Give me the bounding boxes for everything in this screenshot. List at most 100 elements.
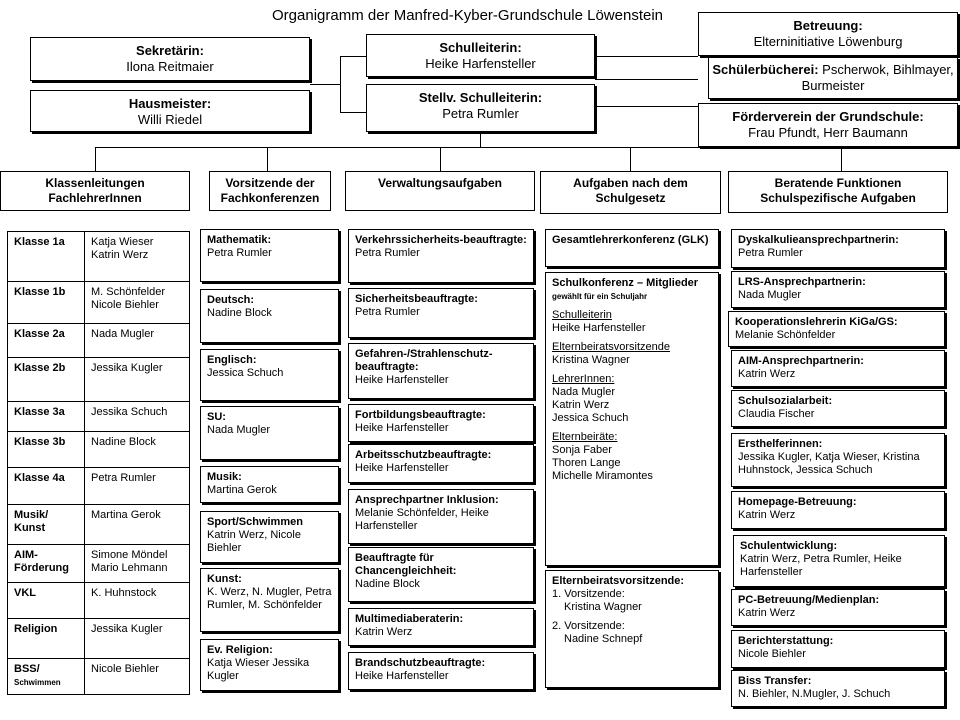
klasse-cell: Klasse 2b [7, 357, 85, 402]
stellv-name: Petra Rumler [442, 106, 519, 121]
sk-sub: gewählt für ein Schuljahr [552, 292, 648, 301]
header-vorsitzende: Vorsitzende der Fachkonferenzen [209, 171, 331, 211]
bf-schulentwicklung: Schulentwicklung:Katrin Werz, Petra Ruml… [733, 535, 945, 587]
klasse-cell: VKL [7, 582, 85, 619]
hausmeister-box: Hausmeister: Willi Riedel [30, 90, 310, 132]
foerderverein-box: Förderverein der Grundschule: Frau Pfund… [698, 103, 958, 147]
fk-englisch: Englisch:Jessica Schuch [200, 349, 339, 401]
bf-schulsozialarbeit: Schulsozialarbeit:Claudia Fischer [731, 390, 945, 427]
bf-homepage: Homepage-Betreuung:Katrin Werz [731, 491, 945, 529]
table-row: Klasse 2b Jessika Kugler [7, 357, 190, 402]
vw-chancengleichheit: Beauftragte für Chancengleichheit:Nadine… [348, 547, 534, 602]
bf-biss-transfer: Biss Transfer:N. Biehler, N.Mugler, J. S… [731, 670, 945, 707]
sk-ebv-name: Kristina Wagner [552, 354, 630, 366]
hausmeister-name: Willi Riedel [137, 112, 203, 127]
sk-sl-label: Schulleiterin [552, 309, 612, 321]
v2-name: Nadine Schnepf [564, 633, 643, 645]
page-title: Organigramm der Manfred-Kyber-Grundschul… [272, 7, 664, 24]
sk-lehrer-label: LehrerInnen: [552, 373, 615, 385]
lehrer-cell: Jessika Kugler [84, 618, 190, 659]
lehrer-cell: Martina Gerok [84, 504, 190, 545]
stellv-schulleiterin-box: Stellv. Schulleiterin: Petra Rumler [366, 84, 595, 132]
fk-su: SU:Nada Mugler [200, 406, 339, 460]
klasse-cell: Klasse 1b [7, 281, 85, 324]
sk-eb: Sonja Faber [552, 444, 612, 456]
table-row: Klasse 4a Petra Rumler [7, 467, 190, 505]
v1-label: 1. Vorsitzende: [552, 588, 625, 600]
sk-ebv-label: Elternbeiratsvorsitzende [552, 341, 671, 353]
table-row: Religion Jessika Kugler [7, 618, 190, 659]
betreuung-label: Betreuung: [793, 18, 863, 33]
lehrer-cell: Nada Mugler [84, 323, 190, 358]
klasse-cell: Religion [7, 618, 85, 659]
klasse-cell: Musik/ Kunst [7, 504, 85, 545]
sekretaerin-label: Sekretärin: [136, 43, 204, 58]
vw-arbeitsschutz: Arbeitsschutzbeauftragte:Heike Harfenste… [348, 444, 534, 483]
foerderverein-label: Förderverein der Grundschule: [732, 109, 924, 124]
bf-pc-betreuung: PC-Betreuung/Medienplan:Katrin Werz [731, 589, 945, 626]
schulleiterin-box: Schulleiterin: Heike Harfensteller [366, 34, 595, 77]
betreuung-name: Elterninitiative Löwenburg [753, 34, 903, 49]
header-verwaltung: Verwaltungsaufgaben [345, 171, 535, 211]
schulleiterin-name: Heike Harfensteller [425, 56, 536, 71]
bf-kooperation: Kooperationslehrerin KiGa/GS:Melanie Sch… [728, 311, 945, 347]
bf-aim: AIM-Ansprechpartnerin:Katrin Werz [731, 350, 945, 387]
bss-cell: BSS/ Schwimmen [7, 658, 85, 695]
lehrer-cell: Nicole Biehler [84, 658, 190, 695]
bf-ersthelferinnen: Ersthelferinnen:Jessika Kugler, Katja Wi… [731, 433, 945, 487]
bf-dyskalkulie: Dyskalkulieansprechpartnerin:Petra Rumle… [731, 229, 945, 268]
bf-berichterstattung: Berichterstattung:Nicole Biehler [731, 630, 945, 668]
foerderverein-name: Frau Pfundt, Herr Baumann [748, 125, 908, 140]
vw-strahlenschutz: Gefahren-/Strahlenschutz-beauftragte:Hei… [348, 343, 534, 399]
vw-fortbildung: Fortbildungsbeauftragte:Heike Harfenstel… [348, 404, 534, 442]
buecherei-label: Schülerbücherei: [712, 62, 819, 77]
bss-sub: Schwimmen [14, 678, 61, 687]
vw-multimedia: Multimediaberaterin:Katrin Werz [348, 608, 534, 646]
table-row: Klasse 3b Nadine Block [7, 431, 190, 468]
lehrer-cell: Nadine Block [84, 431, 190, 468]
fk-kunst: Kunst:K. Werz, N. Mugler, Petra Rumler, … [200, 568, 339, 632]
sk-eb: Michelle Miramontes [552, 470, 653, 482]
buecherei-name: Pscherwok, Bihlmayer, Burmeister [801, 62, 954, 93]
lehrer-cell: K. Huhnstock [84, 582, 190, 619]
sk-eb: Thoren Lange [552, 457, 621, 469]
v1-name: Kristina Wagner [564, 601, 642, 613]
vw-inklusion: Ansprechpartner Inklusion:Melanie Schönf… [348, 489, 534, 544]
v2-label: 2. Vorsitzende: [552, 620, 625, 632]
fk-mathematik: Mathematik:Petra Rumler [200, 229, 339, 282]
sk-title: Schulkonferenz – Mitglieder [552, 277, 699, 289]
table-row: Musik/ Kunst Martina Gerok [7, 504, 190, 545]
sk-sl-name: Heike Harfensteller [552, 322, 646, 334]
hausmeister-label: Hausmeister: [128, 96, 212, 111]
vw-brandschutz: Brandschutzbeauftragte:Heike Harfenstell… [348, 652, 534, 690]
bss-label: BSS/ [14, 663, 40, 675]
header-klassenleitungen: Klassenleitungen FachlehrerInnen [0, 171, 190, 211]
klasse-cell: Klasse 3a [7, 401, 85, 432]
sekretaerin-name: Ilona Reitmaier [126, 59, 214, 74]
klasse-cell: Klasse 1a [7, 231, 85, 282]
sk-lehrer: Nada Mugler [552, 386, 615, 398]
ebv2-title: Elternbeiratsvorsitzende: [552, 575, 685, 587]
klasse-cell: Klasse 2a [7, 323, 85, 358]
schulleiterin-label: Schulleiterin: [439, 40, 522, 55]
header-schulgesetz: Aufgaben nach dem Schulgesetz [540, 171, 721, 214]
betreuung-box: Betreuung: Elterninitiative Löwenburg [698, 12, 958, 56]
header-beratend: Beratende Funktionen Schulspezifische Au… [728, 171, 948, 213]
table-row: VKL K. Huhnstock [7, 582, 190, 619]
sk-lehrer: Katrin Werz [552, 399, 610, 411]
lehrer-cell: Jessika Kugler [84, 357, 190, 402]
fk-deutsch: Deutsch:Nadine Block [200, 289, 339, 343]
klasse-cell: Klasse 4a [7, 467, 85, 505]
stellv-label: Stellv. Schulleiterin: [418, 90, 543, 105]
bf-lrs: LRS-Ansprechpartnerin:Nada Mugler [731, 271, 945, 308]
vw-verkehrssicherheit: Verkehrssicherheits-beauftragte:Petra Ru… [348, 229, 534, 283]
table-row: Klasse 3a Jessika Schuch [7, 401, 190, 432]
